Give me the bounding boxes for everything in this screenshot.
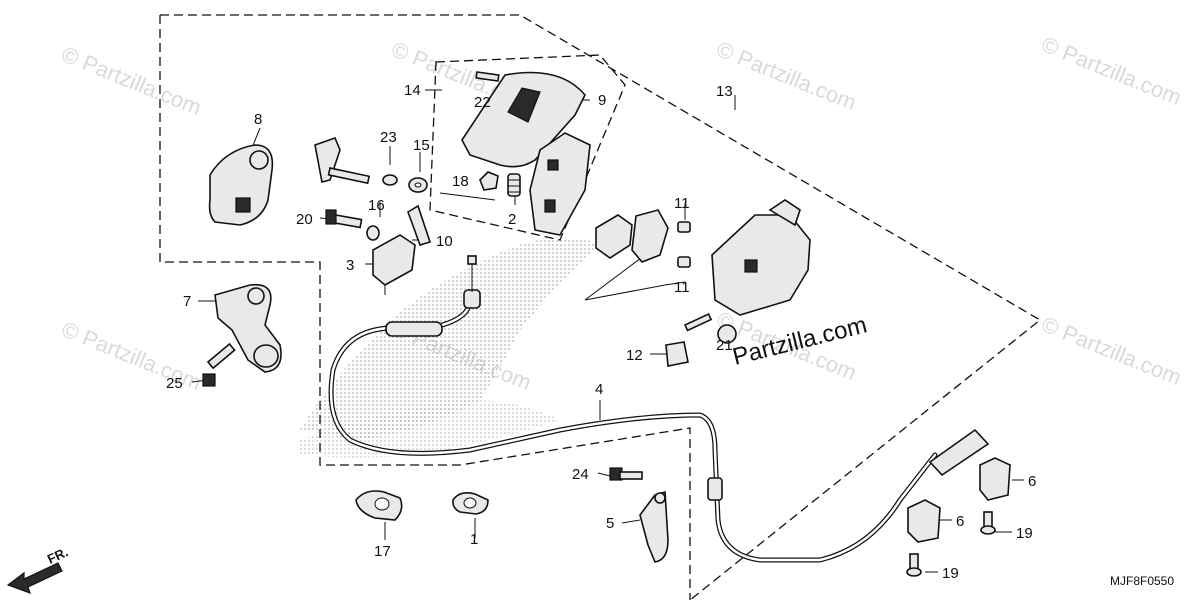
- diagram-code: MJF8F0550: [1110, 574, 1174, 588]
- part-24-bolt[interactable]: [609, 467, 643, 481]
- front-direction-arrow: FR.: [6, 544, 70, 594]
- callout-5: 5: [606, 515, 614, 532]
- callout-15: 15: [413, 137, 430, 154]
- part-19-bolt[interactable]: [980, 511, 996, 535]
- part-12-clip[interactable]: [665, 341, 689, 367]
- latch-body[interactable]: [529, 132, 591, 236]
- part-4-cable[interactable]: [328, 255, 990, 563]
- shaded-area: [300, 237, 600, 440]
- part-2-spring[interactable]: [507, 173, 521, 197]
- part-20-bolt[interactable]: [325, 209, 363, 229]
- part-15-washer[interactable]: [408, 177, 428, 193]
- part-21-pin[interactable]: [683, 312, 737, 344]
- watermark: © Partzilla.com: [58, 41, 205, 120]
- callout-layer: 8 23 15 14 22 9 18 2 13 11 11 20 16 10 3…: [166, 82, 1036, 582]
- callout-19: 19: [942, 565, 959, 582]
- part-10-clip[interactable]: [407, 204, 432, 246]
- callout-6: 6: [956, 513, 964, 530]
- watermark: © Partzilla.com: [58, 316, 205, 395]
- callout-18: 18: [452, 173, 469, 190]
- callout-12: 12: [626, 347, 643, 364]
- assembly-14-outline: [429, 54, 626, 241]
- callout-13: 13: [716, 83, 733, 100]
- callout-20: 20: [296, 211, 313, 228]
- callout-9: 9: [598, 92, 606, 109]
- callout-19: 19: [1016, 525, 1033, 542]
- front-direction-label: FR.: [45, 544, 70, 566]
- callout-25: 25: [166, 375, 183, 392]
- callout-16: 16: [368, 197, 385, 214]
- callout-17: 17: [374, 543, 391, 560]
- callout-4: 4: [595, 381, 603, 398]
- callout-23: 23: [380, 129, 397, 146]
- part-19-bolt[interactable]: [906, 553, 922, 577]
- part-22-pin[interactable]: [475, 71, 500, 82]
- callout-11: 11: [674, 279, 690, 296]
- part-18-screw[interactable]: [479, 171, 499, 191]
- assembly-13-outline: [160, 14, 1042, 600]
- leader-lines: [191, 89, 1024, 573]
- part-5-stay[interactable]: [639, 490, 669, 563]
- part-3-switch[interactable]: [372, 234, 416, 295]
- part-11-spring[interactable]: [677, 221, 691, 233]
- part-9-handle[interactable]: [461, 71, 586, 168]
- callout-7: 7: [183, 293, 191, 310]
- assembly-13-outline: [159, 15, 691, 600]
- part-25-bolt[interactable]: [202, 342, 236, 387]
- callout-1: 1: [470, 531, 478, 548]
- part-23-pin[interactable]: [314, 136, 398, 186]
- callout-14: 14: [404, 82, 421, 99]
- callout-22: 22: [474, 94, 491, 111]
- part-16-nut[interactable]: [366, 225, 380, 241]
- callout-8: 8: [254, 111, 262, 128]
- part-1-clamp[interactable]: [452, 492, 489, 515]
- watermark: © Partzilla.com: [1038, 31, 1185, 110]
- watermark: © Partzilla.com: [1038, 311, 1185, 390]
- part-13-lock-assembly[interactable]: [711, 199, 811, 316]
- part-11-spring[interactable]: [677, 256, 691, 268]
- shaded-area: [300, 400, 560, 458]
- callout-21: 21: [716, 337, 733, 354]
- callout-3: 3: [346, 257, 354, 274]
- callout-10: 10: [436, 233, 453, 250]
- callout-2: 2: [508, 211, 516, 228]
- callout-24: 24: [572, 466, 589, 483]
- part-6-clip[interactable]: [907, 499, 941, 543]
- callout-11: 11: [674, 195, 690, 212]
- part-8-cover[interactable]: [208, 144, 274, 226]
- rotor-part[interactable]: [595, 209, 669, 263]
- part-7-bracket[interactable]: [214, 283, 282, 373]
- part-17-clamp[interactable]: [355, 490, 403, 521]
- callout-6: 6: [1028, 473, 1036, 490]
- part-6-clip[interactable]: [979, 457, 1011, 501]
